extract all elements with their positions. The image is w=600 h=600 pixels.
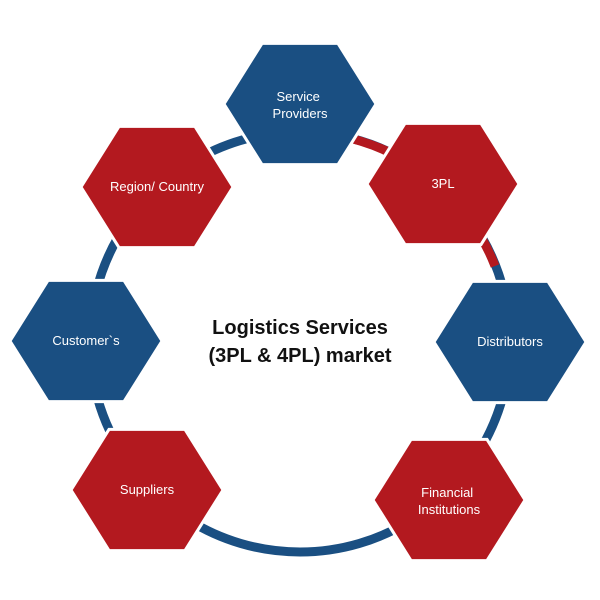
hexagon-shape: [432, 279, 588, 405]
node-suppliers: Suppliers: [69, 427, 225, 553]
hexagon-shape: [69, 427, 225, 553]
node-label: Customer`s: [52, 333, 120, 348]
center-title-line-2: (3PL & 4PL) market: [208, 345, 391, 367]
node-financial-institutions: Financial Institutions: [371, 437, 527, 563]
hexagon-shape: [371, 437, 527, 563]
hexagon-shape: [79, 124, 235, 250]
node-label: Service Providers: [273, 89, 328, 121]
node-3pl: 3PL: [365, 121, 521, 247]
node-label: Financial Institutions: [418, 485, 481, 517]
hexagon-shape: [365, 121, 521, 247]
hexagon-shape: [222, 41, 378, 167]
node-service-providers: Service Providers: [222, 41, 378, 167]
node-customers: Customer`s: [8, 278, 164, 404]
hexagon-shape: [8, 278, 164, 404]
node-distributors: Distributors: [432, 279, 588, 405]
node-label: Region/ Country: [110, 179, 204, 194]
node-region-country: Region/ Country: [79, 124, 235, 250]
node-label: Suppliers: [120, 482, 175, 497]
node-label: 3PL: [431, 176, 454, 191]
center-title-line-1: Logistics Services: [212, 317, 388, 339]
node-label: Distributors: [477, 334, 543, 349]
